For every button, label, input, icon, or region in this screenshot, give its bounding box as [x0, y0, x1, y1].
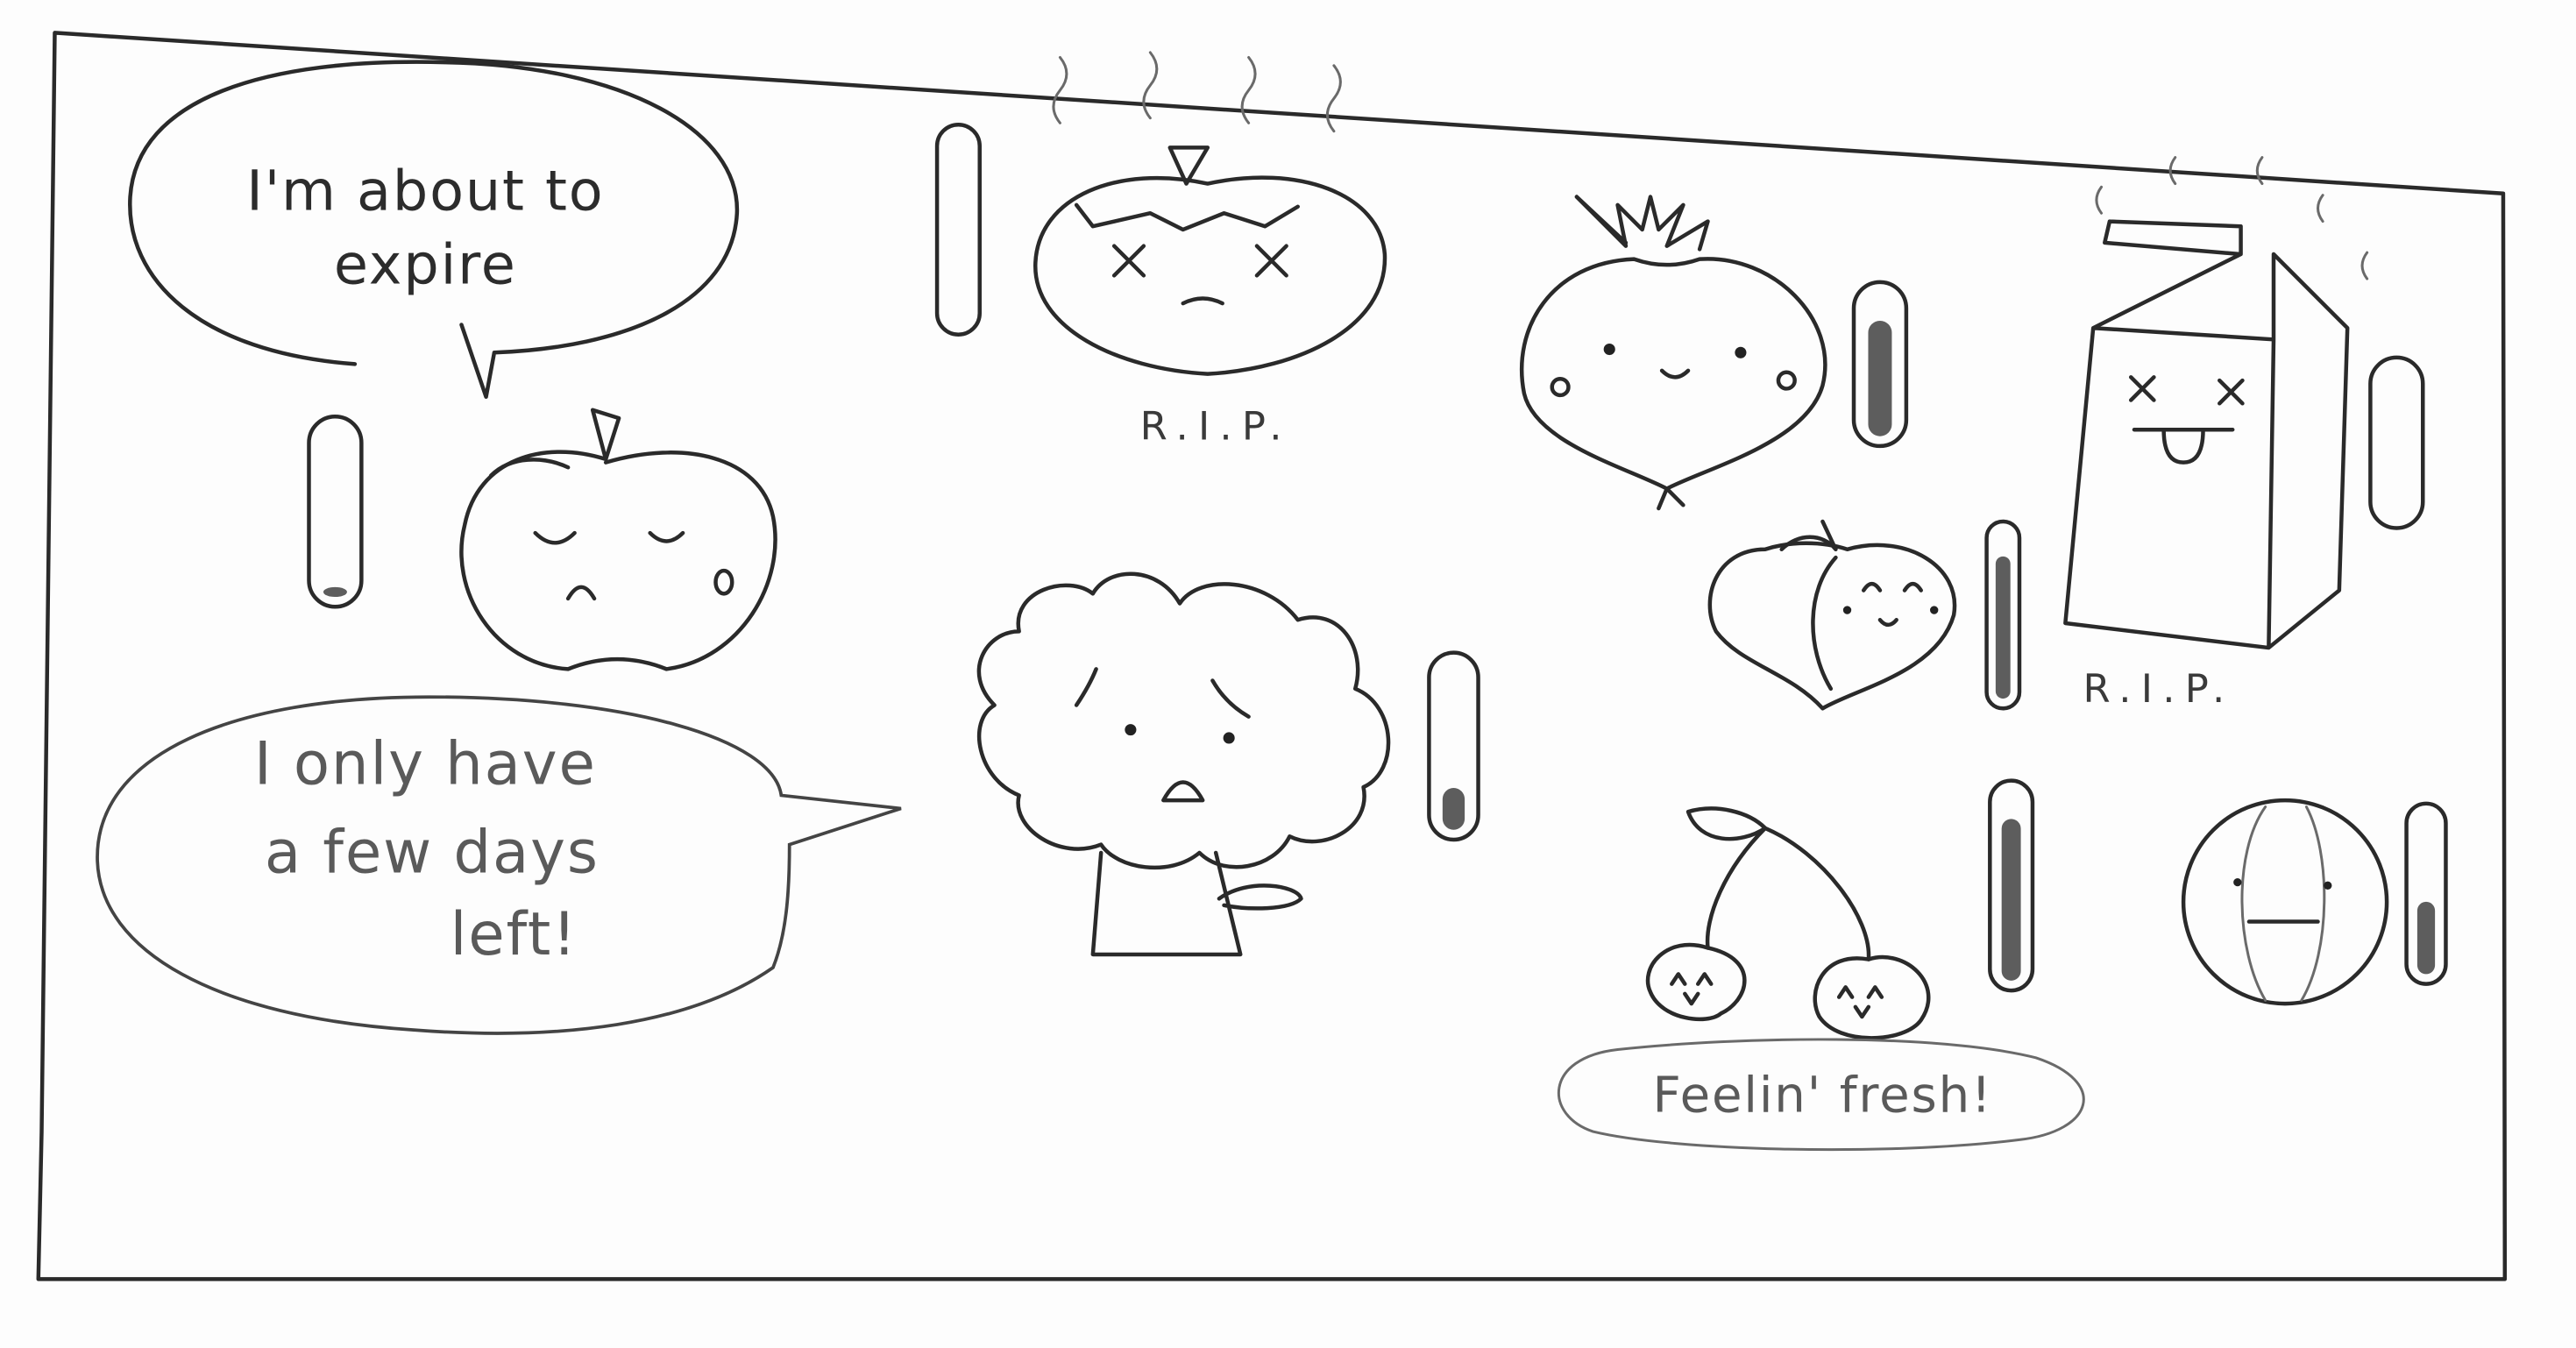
- tear-icon: [713, 568, 734, 596]
- freshness-gauge-apple: [307, 415, 364, 609]
- stink-lines: [2095, 156, 2369, 280]
- freshness-gauge-milk: [2368, 355, 2425, 530]
- gauge-outline: [1851, 280, 1909, 449]
- gauge-fill: [2416, 901, 2436, 975]
- beet-character: [1519, 195, 1827, 511]
- freshness-gauge-beet: [1851, 280, 1909, 449]
- gauge-fill: [323, 586, 347, 598]
- freshness-gauge-tomato: [934, 122, 982, 337]
- frame: [36, 31, 2508, 1281]
- freshness-gauge-broccoli: [1427, 650, 1480, 842]
- bubble-text-line3: left!: [451, 899, 578, 968]
- gauge-fill: [1995, 556, 2011, 699]
- gauge-outline: [1988, 778, 2035, 993]
- gauge-outline: [2404, 801, 2448, 986]
- rip-caption-milk: R.I.P.: [2083, 665, 2234, 712]
- gauge-outline: [307, 415, 364, 609]
- gauge-fill: [1442, 788, 1465, 830]
- speech-bubble-few-days: I only have a few days left!: [96, 695, 902, 1035]
- gauge-outline: [1427, 650, 1480, 842]
- bubble-text-line2: a few days: [265, 817, 600, 886]
- rip-caption-tomato: R.I.P.: [1140, 402, 1292, 449]
- bubble-text-line2: expire: [334, 233, 517, 298]
- broccoli-character: [976, 571, 1391, 957]
- freshness-gauge-onion: [2404, 801, 2448, 986]
- gauge-outline: [934, 122, 982, 337]
- bubble-text-line1: I'm about to: [246, 159, 605, 223]
- gauge-fill: [2001, 819, 2021, 981]
- gauge-fill: [1868, 320, 1892, 436]
- gauge-outline: [2368, 355, 2425, 530]
- gauge-outline: [1984, 519, 2022, 711]
- milk-carton-character: R.I.P.: [2063, 156, 2369, 712]
- cherries-character: Feelin' fresh!: [1557, 806, 2085, 1152]
- onion-character: [2181, 798, 2389, 1006]
- fresh-caption: Feelin' fresh!: [1652, 1068, 1992, 1125]
- stink-lines: [1052, 51, 1342, 133]
- freshness-gauge-cherries: [1988, 778, 2035, 993]
- bubble-text-line1: I only have: [254, 728, 597, 798]
- freshness-gauge-peach: [1984, 519, 2022, 711]
- tomato-character: R.I.P.: [1033, 51, 1387, 449]
- apple-character: [459, 408, 777, 671]
- peach-character: [1707, 519, 1957, 711]
- speech-bubble-expire: I'm about to expire: [128, 60, 740, 400]
